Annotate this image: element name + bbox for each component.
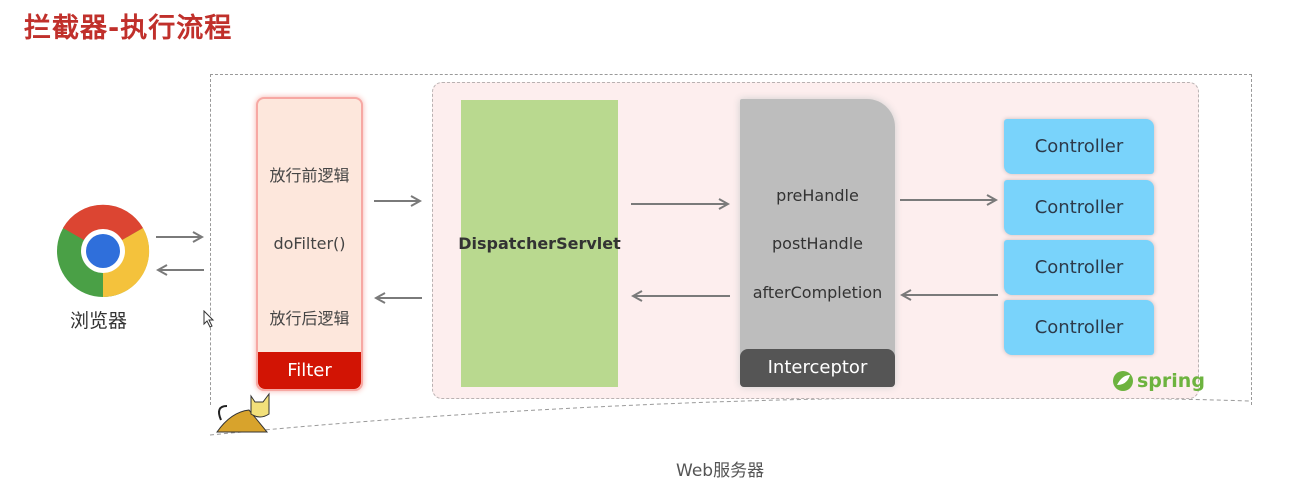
page-title: 拦截器-执行流程 [24,13,233,44]
interceptor-posthandle: postHandle [772,234,863,253]
filter-after-logic: 放行后逻辑 [269,309,350,328]
dispatcher-servlet: DispatcherServlet [458,100,621,387]
mouse-cursor-icon [203,310,215,328]
controller-box: Controller [1004,180,1154,235]
interceptor-box: preHandle postHandle afterCompletion Int… [740,99,895,387]
spring-label: spring [1137,370,1205,392]
filter-before-logic: 放行前逻辑 [269,166,350,185]
web-server-label: Web服务器 [676,461,765,481]
browser-label: 浏览器 [70,310,128,332]
filter-do-filter: doFilter() [273,234,346,253]
web-server-container [210,74,1252,405]
web-server-container-bottom-curve [209,396,1251,436]
controller-box: Controller [1004,119,1154,174]
filter-box: 放行前逻辑 doFilter() 放行后逻辑 Filter [256,97,363,391]
controller-box: Controller [1004,300,1154,355]
filter-badge: Filter [258,352,361,389]
spring-leaf-icon [1113,371,1133,391]
controller-box: Controller [1004,240,1154,295]
tomcat-icon [216,392,270,433]
interceptor-aftercompletion: afterCompletion [752,283,883,302]
interceptor-badge: Interceptor [740,349,895,387]
chrome-icon [57,204,150,298]
interceptor-prehandle: preHandle [776,186,859,205]
spring-logo: spring [1112,370,1205,392]
